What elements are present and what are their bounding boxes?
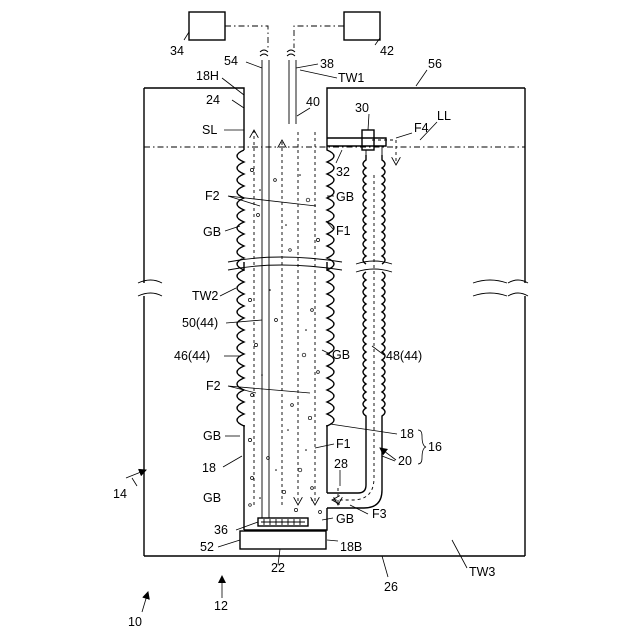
label-52: 52 [200, 540, 214, 554]
label-46: 46(44) [174, 349, 210, 363]
label-28: 28 [334, 457, 348, 471]
label-F2-lower: F2 [206, 379, 221, 393]
label-48: 48(44) [386, 349, 422, 363]
break-mark-38 [287, 50, 295, 56]
label-12: 12 [214, 599, 228, 613]
gas-bubbles [248, 168, 321, 513]
leader-lines [132, 32, 467, 577]
brace-16 [418, 430, 426, 464]
label-26: 26 [384, 580, 398, 594]
label-TW3: TW3 [469, 565, 495, 579]
label-F3: F3 [372, 507, 387, 521]
label-56: 56 [428, 57, 442, 71]
label-GB-2: GB [203, 225, 221, 239]
return-pipe-20-inner [327, 155, 385, 508]
label-GB-6: GB [336, 512, 354, 526]
bellows-right-upper [327, 146, 334, 270]
bellows-left-upper [237, 150, 244, 270]
label-10: 10 [128, 615, 142, 629]
label-34: 34 [170, 44, 184, 58]
label-40: 40 [306, 95, 320, 109]
tank-break-left [138, 280, 162, 296]
label-F1-upper: F1 [336, 224, 351, 238]
break-mark-54 [260, 50, 268, 56]
heater-36-pattern [261, 519, 305, 525]
label-36: 36 [214, 523, 228, 537]
label-20: 20 [398, 454, 412, 468]
controller-box-34 [189, 12, 225, 40]
label-54: 54 [224, 54, 238, 68]
label-18B: 18B [340, 540, 362, 554]
label-F1-lower: F1 [336, 437, 351, 451]
label-TW2: TW2 [192, 289, 218, 303]
label-GB-3: GB [332, 348, 350, 362]
label-18-upper: 18 [400, 427, 414, 441]
tube-break-mark [228, 257, 342, 270]
arrow-14 [126, 470, 146, 478]
label-GB-4: GB [203, 429, 221, 443]
tank-break-right [473, 280, 528, 296]
label-F4: F4 [414, 121, 429, 135]
base-plate-52 [240, 531, 326, 549]
bellows-left-lower [237, 270, 244, 426]
label-LL: LL [437, 109, 451, 123]
label-42: 42 [380, 44, 394, 58]
signal-line-34 [225, 26, 268, 48]
label-38: 38 [320, 57, 334, 71]
label-SL: SL [202, 123, 217, 137]
small-particles [259, 174, 313, 501]
signal-line-42 [294, 26, 344, 48]
label-18-lower: 18 [202, 461, 216, 475]
label-22: 22 [271, 561, 285, 575]
label-GB-5: GB [203, 491, 221, 505]
label-GB-1: GB [336, 190, 354, 204]
tank-top-left [144, 88, 244, 150]
label-F2-upper: F2 [205, 189, 220, 203]
label-16: 16 [428, 440, 442, 454]
label-24: 24 [206, 93, 220, 107]
label-32: 32 [336, 165, 350, 179]
label-50: 50(44) [182, 316, 218, 330]
arrow-10 [142, 592, 148, 612]
reference-labels: 34 42 54 38 56 18H TW1 24 40 30 LL SL F4… [113, 44, 495, 629]
label-14: 14 [113, 487, 127, 501]
tube-bottom-18B [244, 508, 327, 530]
label-TW1: TW1 [338, 71, 364, 85]
controller-box-42 [344, 12, 380, 40]
label-18H: 18H [196, 69, 219, 83]
overflow-pipe-30 [327, 138, 386, 146]
label-30: 30 [355, 101, 369, 115]
